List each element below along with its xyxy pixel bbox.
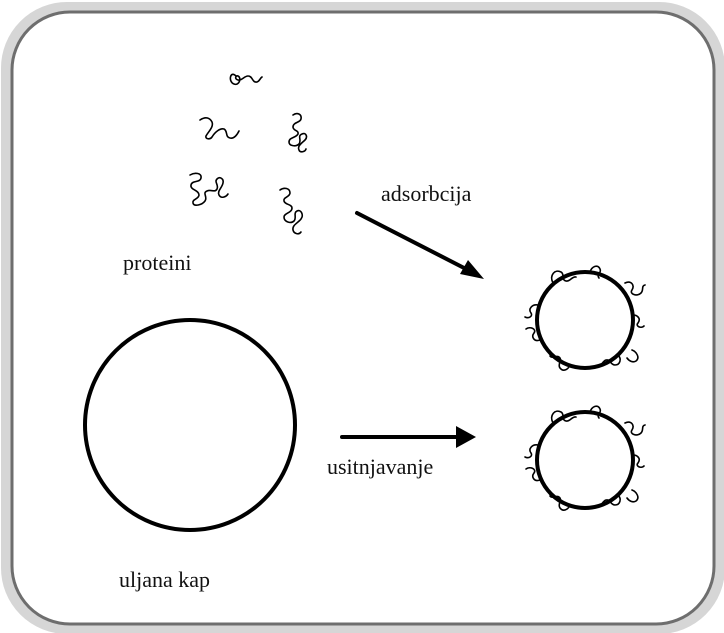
adsorption-arrow bbox=[355, 211, 484, 279]
oil-drop-circle bbox=[83, 318, 297, 532]
coated-droplet-bottom bbox=[524, 405, 646, 511]
protein-coil-5 bbox=[279, 187, 304, 235]
proteins-label: proteini bbox=[123, 250, 192, 275]
protein-cluster bbox=[189, 73, 308, 235]
adsorption-label: adsorbcija bbox=[381, 181, 472, 206]
fragmentation-label: usitnjavanje bbox=[327, 454, 434, 479]
protein-coil-3 bbox=[288, 112, 308, 153]
oil-drop-label: uljana kap bbox=[119, 567, 211, 592]
fragmentation-arrow bbox=[340, 426, 476, 448]
frame-border bbox=[10, 10, 716, 626]
protein-coil-4 bbox=[189, 172, 229, 206]
coated-droplet-top bbox=[524, 265, 646, 371]
protein-coil-2 bbox=[199, 117, 240, 140]
protein-coil-1 bbox=[229, 73, 263, 86]
